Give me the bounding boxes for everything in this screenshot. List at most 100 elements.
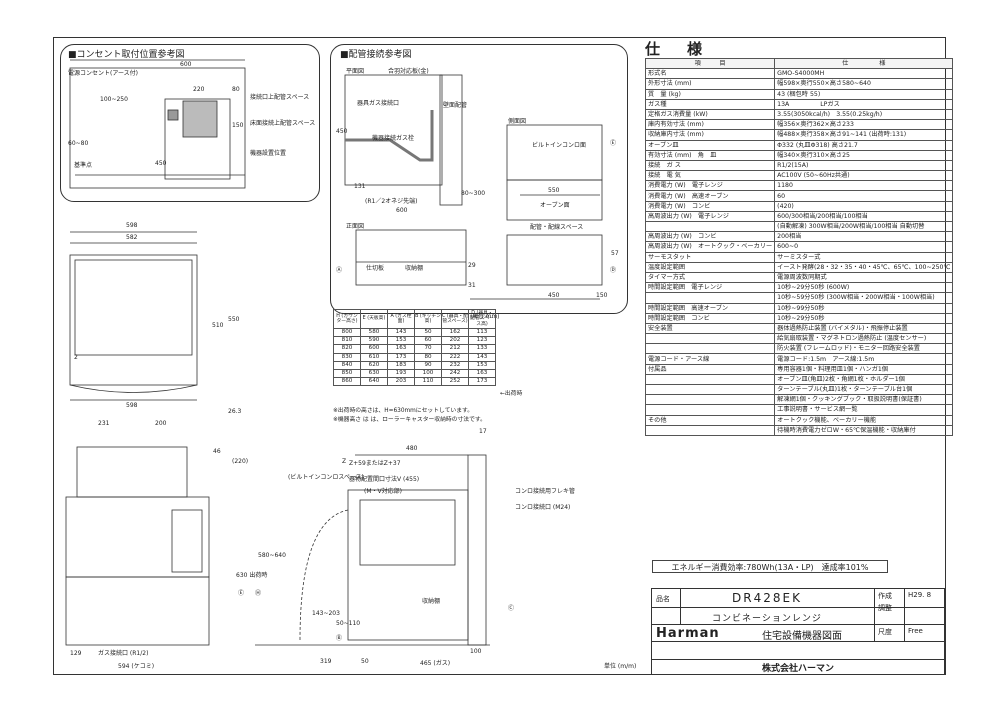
dim-label: 26.3 bbox=[228, 408, 242, 415]
spec-item: タイマー方式 bbox=[644, 271, 776, 284]
dim-label: 594 (ケコミ) bbox=[118, 663, 155, 670]
dim-label: 580~640 bbox=[258, 552, 286, 559]
spec-value: 43 (梱包時 55) bbox=[774, 88, 954, 100]
dims-header: E (天板高) bbox=[360, 309, 388, 329]
spec-row: 温度設定範囲イースト発酵(28・32・35・40・45℃、65℃、100~250… bbox=[644, 261, 954, 273]
dim-label: 550 bbox=[228, 316, 240, 323]
spec-row: その他オートクック機能、ベーカリー機能 bbox=[644, 414, 954, 426]
spec-value: 専用容器1個・料理用皿1個・ハンガ1個 bbox=[774, 363, 954, 375]
spec-row: 庫内有効寸法 (mm)幅356×奥行362×高さ233 bbox=[644, 119, 954, 131]
spec-item: 高周波出力 (W) オートクック・ベーカリー bbox=[644, 241, 776, 253]
spec-row: 待機時消費電力ゼロW・65℃保温機能・収納庫付 bbox=[644, 424, 954, 436]
dims-cell: 600 bbox=[360, 344, 388, 354]
spec-row: 収納庫内寸法 (mm)幅488×奥行358×高さ91~141 (出荷時:131) bbox=[644, 129, 954, 141]
dims-cell: 232 bbox=[441, 360, 469, 370]
spec-value: 電源周波数同期式 bbox=[774, 271, 954, 284]
dim-label: 600 bbox=[396, 207, 408, 214]
dims-cell: 830 bbox=[333, 352, 361, 362]
dim-label: Z+59またはZ+37 bbox=[349, 460, 401, 467]
dims-cell: 242 bbox=[441, 368, 469, 379]
dim-label: 仕切板 bbox=[366, 265, 385, 272]
spec-item: サーモスタット bbox=[644, 251, 776, 263]
spec-row: 給気扇取装置・マグネトロン過熱防止 (温度センサー) bbox=[644, 333, 954, 345]
dims-cell: 90 bbox=[414, 360, 442, 370]
dims-cell: 202 bbox=[441, 336, 469, 346]
model-number: DR428EK bbox=[732, 591, 802, 605]
dims-cell: 590 bbox=[360, 336, 388, 346]
dim-label: (220) bbox=[232, 458, 249, 465]
spec-value: 1180 bbox=[774, 180, 954, 192]
dim-label: 630 出荷時 bbox=[236, 572, 268, 579]
dim-label: コンロ接続用フレキ管 bbox=[515, 488, 576, 495]
spec-item: 消費電力 (W) 電子レンジ bbox=[644, 180, 776, 192]
dim-label: 収納棚 bbox=[422, 598, 441, 605]
dim-label: 100 bbox=[470, 648, 482, 655]
dims-cell: 620 bbox=[360, 360, 388, 370]
dim-label: 31 bbox=[468, 282, 476, 289]
dims-cell: 173 bbox=[468, 377, 496, 387]
spec-item bbox=[644, 343, 776, 355]
spec-item: 接続 電 気 bbox=[644, 170, 776, 182]
dims-cell: 80 bbox=[414, 352, 442, 362]
spec-value: (自動解凍) 300W相当/200W相当/100相当 自動切替 bbox=[774, 220, 954, 233]
outlet-socket bbox=[167, 109, 179, 121]
dims-cell: 163 bbox=[387, 344, 415, 354]
dims-header: C (器具・配管スペース) bbox=[441, 309, 469, 329]
dim-label: 450 bbox=[155, 160, 167, 167]
dim-label: 60~80 bbox=[68, 140, 89, 147]
dim-label: 壁面配管 bbox=[443, 102, 468, 109]
dim-label: 46 bbox=[213, 448, 221, 455]
dims-cell: 222 bbox=[441, 352, 469, 362]
spec-value: 幅356×奥行362×高さ233 bbox=[774, 119, 954, 131]
dim-label: 510 bbox=[212, 322, 224, 329]
spec-value: AC100V (50~60Hz共通) bbox=[774, 170, 954, 182]
dims-cell: 70 bbox=[414, 344, 442, 354]
spec-item: 消費電力 (W) 高速オーブン bbox=[644, 190, 776, 202]
dims-cell: 153 bbox=[387, 336, 415, 346]
spec-item: 外形寸法 (mm) bbox=[644, 78, 776, 90]
spec-value: 3.55(3050kcal/h) 3.55(0.25kg/h) bbox=[774, 108, 954, 121]
dim-label: 電源コンセント(アース付) bbox=[68, 70, 139, 77]
dim-label: ビルトインコンロ面 bbox=[532, 142, 587, 149]
spec-item: オーブン皿 bbox=[644, 139, 776, 151]
dim-label: 231 bbox=[98, 420, 110, 427]
spec-item bbox=[644, 333, 776, 345]
dims-cell: 840 bbox=[333, 360, 361, 370]
dims-cell: 820 bbox=[333, 344, 361, 354]
dim-label: Z bbox=[342, 458, 347, 465]
spec-header-value: 仕 様 bbox=[774, 57, 954, 70]
spec-value: サーミスター式 bbox=[774, 251, 954, 263]
svg-text:Ⓑ: Ⓑ bbox=[336, 634, 342, 642]
front-view-label: 正面図 bbox=[346, 223, 365, 230]
spec-row: 付属品専用容器1個・料理用皿1個・ハンガ1個 bbox=[644, 363, 954, 375]
spec-value: R1/2(15A) bbox=[774, 159, 954, 172]
dims-cell: 60 bbox=[414, 336, 442, 346]
piping-section-box bbox=[330, 44, 628, 314]
spec-item: 収納庫内寸法 (mm) bbox=[644, 129, 776, 141]
spec-value: オーブン皿(角皿)2枚・角網1枚・ホルダー1個 bbox=[774, 373, 954, 386]
spec-item bbox=[644, 220, 776, 233]
spec-value: 600~0 bbox=[774, 241, 954, 253]
spec-row: タイマー方式電源周波数同期式 bbox=[644, 271, 954, 284]
spec-value: 60 bbox=[774, 190, 954, 202]
dim-label: 598 bbox=[126, 402, 138, 409]
spec-row: 消費電力 (W) コンビ(420) bbox=[644, 200, 954, 212]
dims-header: A (ガス栓面) bbox=[387, 309, 415, 329]
spec-item: 質 量 (kg) bbox=[644, 88, 776, 100]
dims-cell: 143 bbox=[468, 352, 496, 362]
dims-cell: 252 bbox=[441, 377, 469, 387]
spec-item: 有効寸法 (mm) 角 皿 bbox=[644, 149, 776, 161]
svg-text:Ⓓ: Ⓓ bbox=[610, 266, 616, 274]
spec-item: 定格ガス消費量 (kW) bbox=[644, 108, 776, 121]
spec-item: 時間設定範囲 電子レンジ bbox=[644, 282, 776, 294]
scale-value: Free bbox=[908, 627, 923, 635]
dims-cell: 610 bbox=[360, 352, 388, 362]
company-name: 株式会社ハーマン bbox=[762, 664, 835, 674]
dim-label: 17 bbox=[479, 428, 487, 435]
